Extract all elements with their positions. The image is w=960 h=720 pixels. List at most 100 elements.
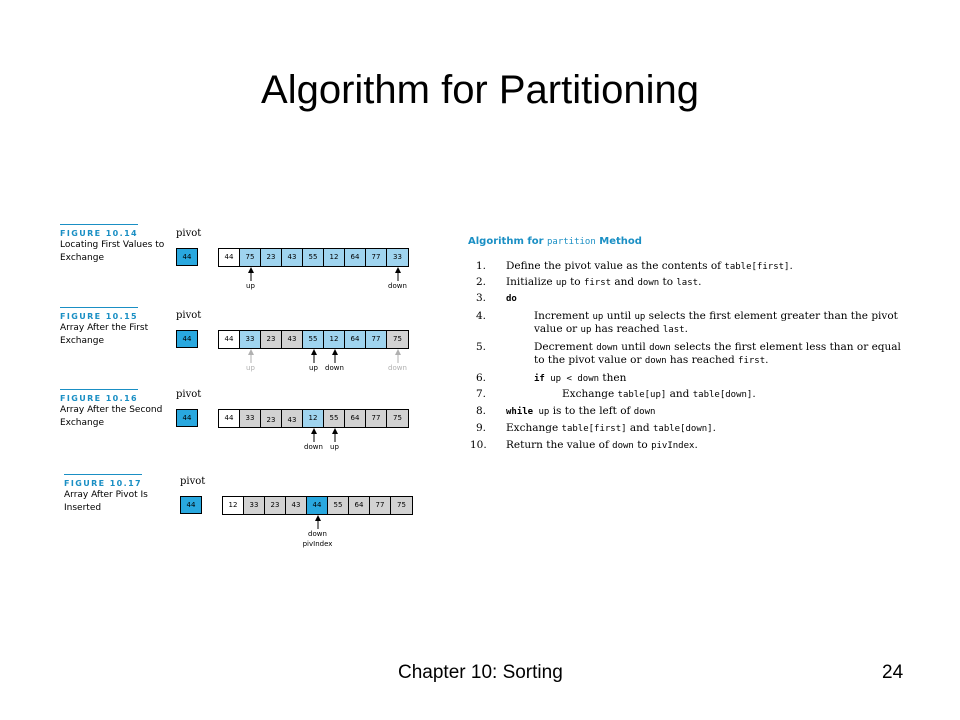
array-cell: 55: [303, 249, 324, 266]
figure-rule: [64, 474, 142, 475]
array-cell: 44: [219, 249, 240, 266]
text-token: has reached: [591, 323, 663, 335]
text-token: to: [659, 276, 677, 288]
code-token: up: [580, 325, 592, 335]
pivot-label: pivot: [176, 389, 202, 400]
pointer-label: up: [330, 443, 339, 451]
array-cell: 33: [387, 249, 408, 266]
step-number: 3.: [475, 292, 486, 304]
step-number: 7.: [475, 388, 486, 400]
array-cell: 77: [366, 331, 387, 348]
array-cell: 44: [307, 497, 328, 514]
code-token: table[down]: [692, 390, 753, 400]
pointer-arrow: [314, 515, 321, 529]
code-token: up: [538, 407, 550, 417]
text-token: .: [765, 354, 769, 366]
text-token: and: [626, 422, 653, 434]
pointer-label: up: [246, 364, 255, 372]
text-token: has reached: [666, 354, 739, 366]
figure-label: FIGURE 10.17: [64, 479, 143, 488]
text-token: to: [566, 276, 584, 288]
algorithm-title-prefix: Algorithm for: [468, 236, 547, 247]
text-token: Increment: [534, 310, 593, 322]
text-token: .: [712, 422, 716, 434]
text-token: Exchange: [506, 422, 562, 434]
pivot-label: pivot: [180, 476, 206, 487]
array-cell: 43: [282, 249, 303, 266]
text-token: .: [694, 439, 698, 451]
step-number: 1.: [475, 260, 486, 272]
footer-chapter: Chapter 10: Sorting: [398, 662, 563, 683]
code-token: first: [583, 278, 612, 288]
keyword-token: while: [506, 407, 539, 417]
pointer-arrow: [394, 349, 401, 363]
array-cell: 77: [366, 410, 387, 427]
array-cell: 23: [261, 331, 282, 348]
keyword-token: do: [506, 294, 517, 304]
array-cell: 43: [282, 331, 303, 348]
code-token: table[first]: [724, 262, 790, 272]
pointer-label: down: [304, 443, 323, 451]
code-token: pivIndex: [651, 441, 695, 451]
code-token: table[first]: [561, 424, 627, 434]
text-token: selects the first element greater than t…: [645, 310, 898, 322]
figure-caption: Array After the Second Exchange: [60, 405, 163, 428]
code-token: last: [676, 278, 699, 288]
code-token: first: [738, 356, 766, 366]
array-cell: 75: [391, 497, 412, 514]
algorithm-title: Algorithm for partition Method: [468, 236, 642, 247]
text-token: .: [789, 260, 793, 272]
step-text: Exchange table[first] and table[down].: [506, 422, 716, 436]
step-text: Initialize up to first and down to last.: [506, 276, 701, 290]
array-cell: 55: [303, 331, 324, 348]
array-cell: 75: [387, 410, 408, 427]
array-cell: 55: [328, 497, 349, 514]
code-token: down: [649, 343, 671, 353]
pointer-arrow: [331, 349, 338, 363]
array-cell: 77: [370, 497, 391, 514]
array-cell: 12: [223, 497, 244, 514]
text-token: selects the first element less than or e…: [670, 341, 901, 353]
array-cell: 64: [345, 410, 366, 427]
step-text: Decrement down until down selects the fi…: [534, 341, 901, 355]
array-cell: 55: [324, 410, 345, 427]
pointer-label: up: [246, 282, 255, 290]
code-token: table[down]: [652, 424, 713, 434]
code-token: up: [555, 278, 567, 288]
figure-caption: Array After Pivot Is Inserted: [64, 490, 148, 513]
step-number: 4.: [475, 310, 486, 322]
figure-rule: [60, 389, 138, 390]
code-token: down: [633, 407, 656, 417]
code-token: down: [596, 343, 618, 353]
text-token: .: [684, 323, 688, 335]
pivot-value-cell: 44: [180, 496, 202, 514]
pointer-arrow: [310, 349, 317, 363]
pointer-label: down: [388, 282, 407, 290]
array-cell: 33: [240, 331, 261, 348]
text-token: Exchange: [562, 388, 618, 400]
array-cell: 12: [324, 331, 345, 348]
text-token: to the pivot value or: [534, 354, 645, 366]
array-cell: 75: [240, 249, 261, 266]
text-token: Define the pivot value as the contents o…: [506, 260, 725, 272]
array-cell: 75: [387, 331, 408, 348]
step-text: do: [506, 292, 517, 306]
algorithm-title-code: partition: [547, 237, 596, 247]
step-number: 8.: [475, 405, 486, 417]
keyword-token: if: [534, 374, 551, 384]
pointer-arrow: [310, 428, 317, 442]
text-token: value or: [534, 323, 581, 335]
figure-rule: [60, 307, 138, 308]
step-text: value or up has reached last.: [534, 323, 688, 337]
array-cell: 64: [345, 249, 366, 266]
array-cell: 23: [261, 249, 282, 266]
text-token: until: [617, 341, 650, 353]
code-token: down: [612, 441, 634, 451]
figure-label: FIGURE 10.15: [60, 312, 139, 321]
text-token: .: [698, 276, 702, 288]
